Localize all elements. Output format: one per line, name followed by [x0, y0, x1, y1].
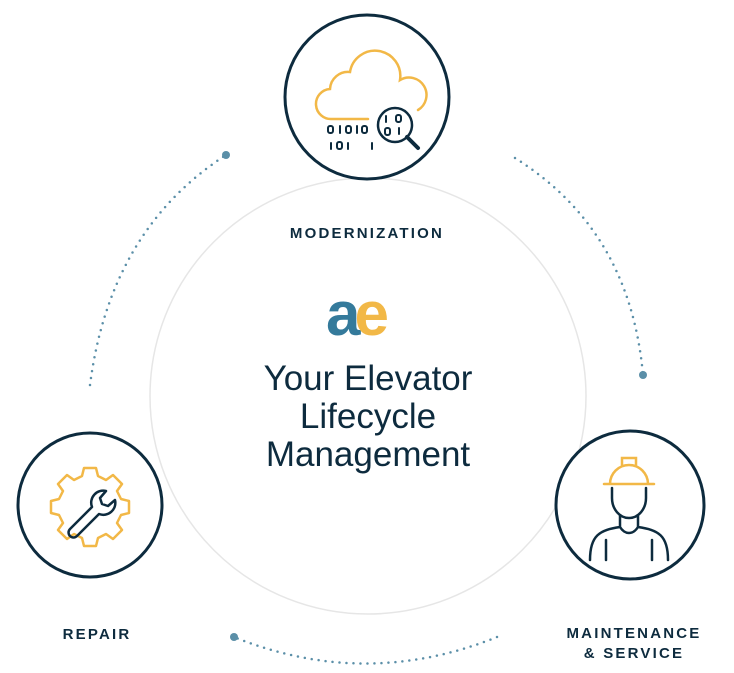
- title-line: Your Elevator: [263, 359, 473, 398]
- arc-endpoints: [222, 151, 647, 641]
- modernization-label: MODERNIZATION: [289, 225, 445, 242]
- hardhat-worker-icon: [588, 456, 670, 562]
- cloud-data-search-icon: [314, 49, 428, 150]
- repair-node: [16, 431, 164, 579]
- arc-repair-to-modernization: [88, 153, 228, 387]
- ae-logo: ae: [326, 284, 389, 346]
- maintenance-label: MAINTENANCE & SERVICE: [534, 624, 734, 664]
- modernization-node: [283, 13, 451, 181]
- gear-wrench-icon: [49, 466, 131, 548]
- maintenance-label-line: & SERVICE: [583, 645, 685, 662]
- logo-e: e: [354, 280, 389, 349]
- center-title: Your Elevator Lifecycle Management: [200, 360, 536, 474]
- maintenance-label-line: MAINTENANCE: [566, 625, 702, 642]
- title-line: Lifecycle: [299, 397, 437, 436]
- logo-a: a: [326, 280, 361, 349]
- repair-label: REPAIR: [62, 626, 132, 643]
- title-line: Management: [265, 435, 471, 474]
- cycle-arrows: [88, 153, 645, 665]
- arc-maintenance-to-repair: [232, 635, 499, 665]
- arc-modernization-to-maintenance: [513, 156, 645, 377]
- maintenance-node: [554, 429, 706, 581]
